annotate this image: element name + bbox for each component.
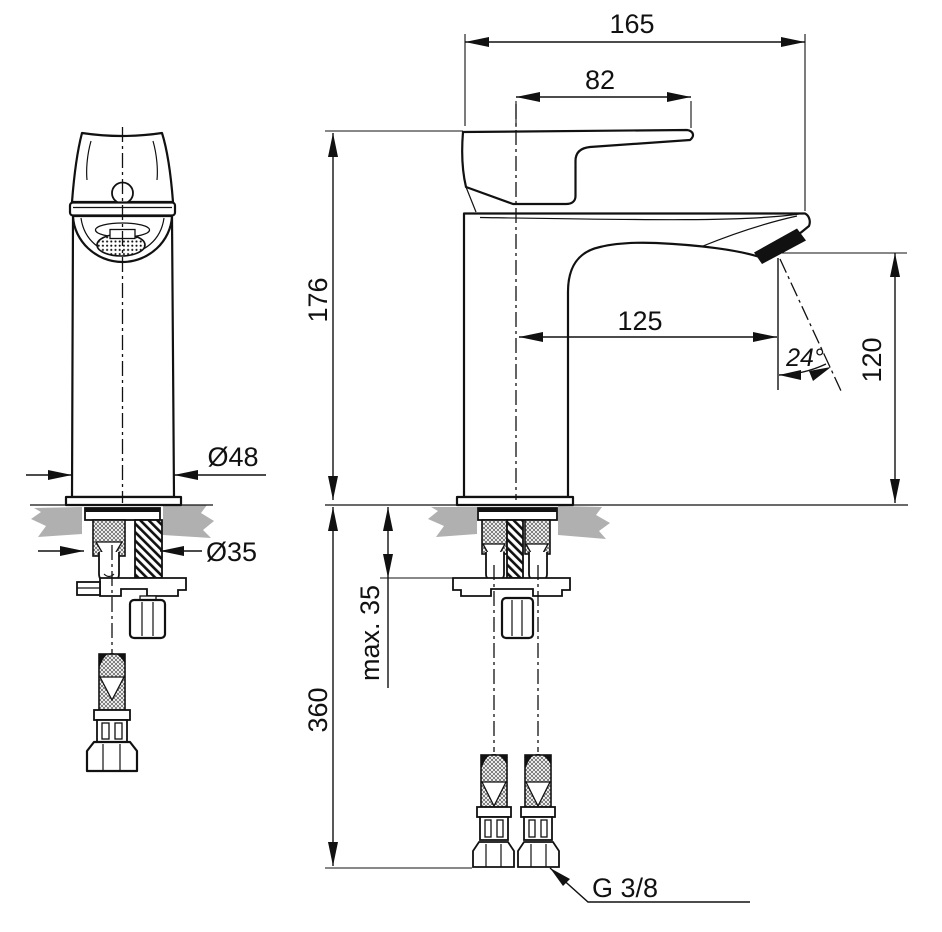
- deck-section-left-side: [428, 507, 477, 537]
- deck-section-left: [31, 507, 82, 537]
- faucet-base-side: [455, 495, 575, 507]
- dim-hose-length: 360: [303, 507, 472, 869]
- flex-hose-left-side: [472, 754, 515, 868]
- dim-hole-diameter: Ø35: [38, 537, 257, 567]
- dim-body-diameter: Ø48: [26, 442, 266, 480]
- faucet-body-side: [462, 212, 811, 499]
- threaded-stud-side: [506, 519, 524, 579]
- faucet-handle-side: [461, 128, 695, 206]
- dim-spout-reach: 125: [519, 258, 779, 390]
- faucet-front-view: [30, 127, 214, 773]
- dim-max-deck-thickness-label: max. 35: [355, 585, 385, 681]
- dim-total-depth-label: 165: [609, 9, 654, 39]
- mounting-nut-front: [128, 598, 167, 640]
- mounting-nut-side: [500, 596, 535, 640]
- dim-outlet-angle-label: 24°: [785, 344, 824, 372]
- deck-section-right: [163, 505, 214, 538]
- aerator-side: [754, 228, 806, 264]
- mounting-plate-side: [452, 577, 571, 597]
- flex-hose-front: [85, 653, 139, 773]
- mounting-plate-front: [99, 577, 187, 597]
- dim-hose-length-label: 360: [303, 687, 333, 732]
- flex-hose-right-side: [517, 754, 560, 868]
- dimensions: 165 82 176 125: [26, 9, 907, 903]
- dim-max-deck-thickness: max. 35: [355, 507, 490, 688]
- dim-outlet-height-label: 120: [857, 337, 887, 382]
- dim-outlet-angle: 24°: [778, 258, 843, 394]
- dim-body-diameter-label: Ø48: [207, 442, 258, 472]
- dim-thread-size-label: G 3/8: [592, 873, 658, 903]
- dim-body-height: 176: [303, 130, 463, 500]
- dim-thread-size: G 3/8: [549, 867, 750, 903]
- dim-handle-length-label: 82: [585, 65, 615, 95]
- threaded-stud-front: [134, 519, 163, 579]
- faucet-base-front: [64, 495, 183, 507]
- dim-body-height-label: 176: [303, 277, 333, 322]
- faucet-side-view: [325, 104, 908, 868]
- dim-spout-reach-label: 125: [617, 306, 662, 336]
- dim-outlet-height: 120: [782, 252, 907, 503]
- dim-total-depth: 165: [464, 9, 806, 211]
- dim-hole-diameter-label: Ø35: [206, 537, 257, 567]
- deck-section-right-side: [558, 506, 610, 539]
- dim-handle-length: 82: [515, 65, 692, 128]
